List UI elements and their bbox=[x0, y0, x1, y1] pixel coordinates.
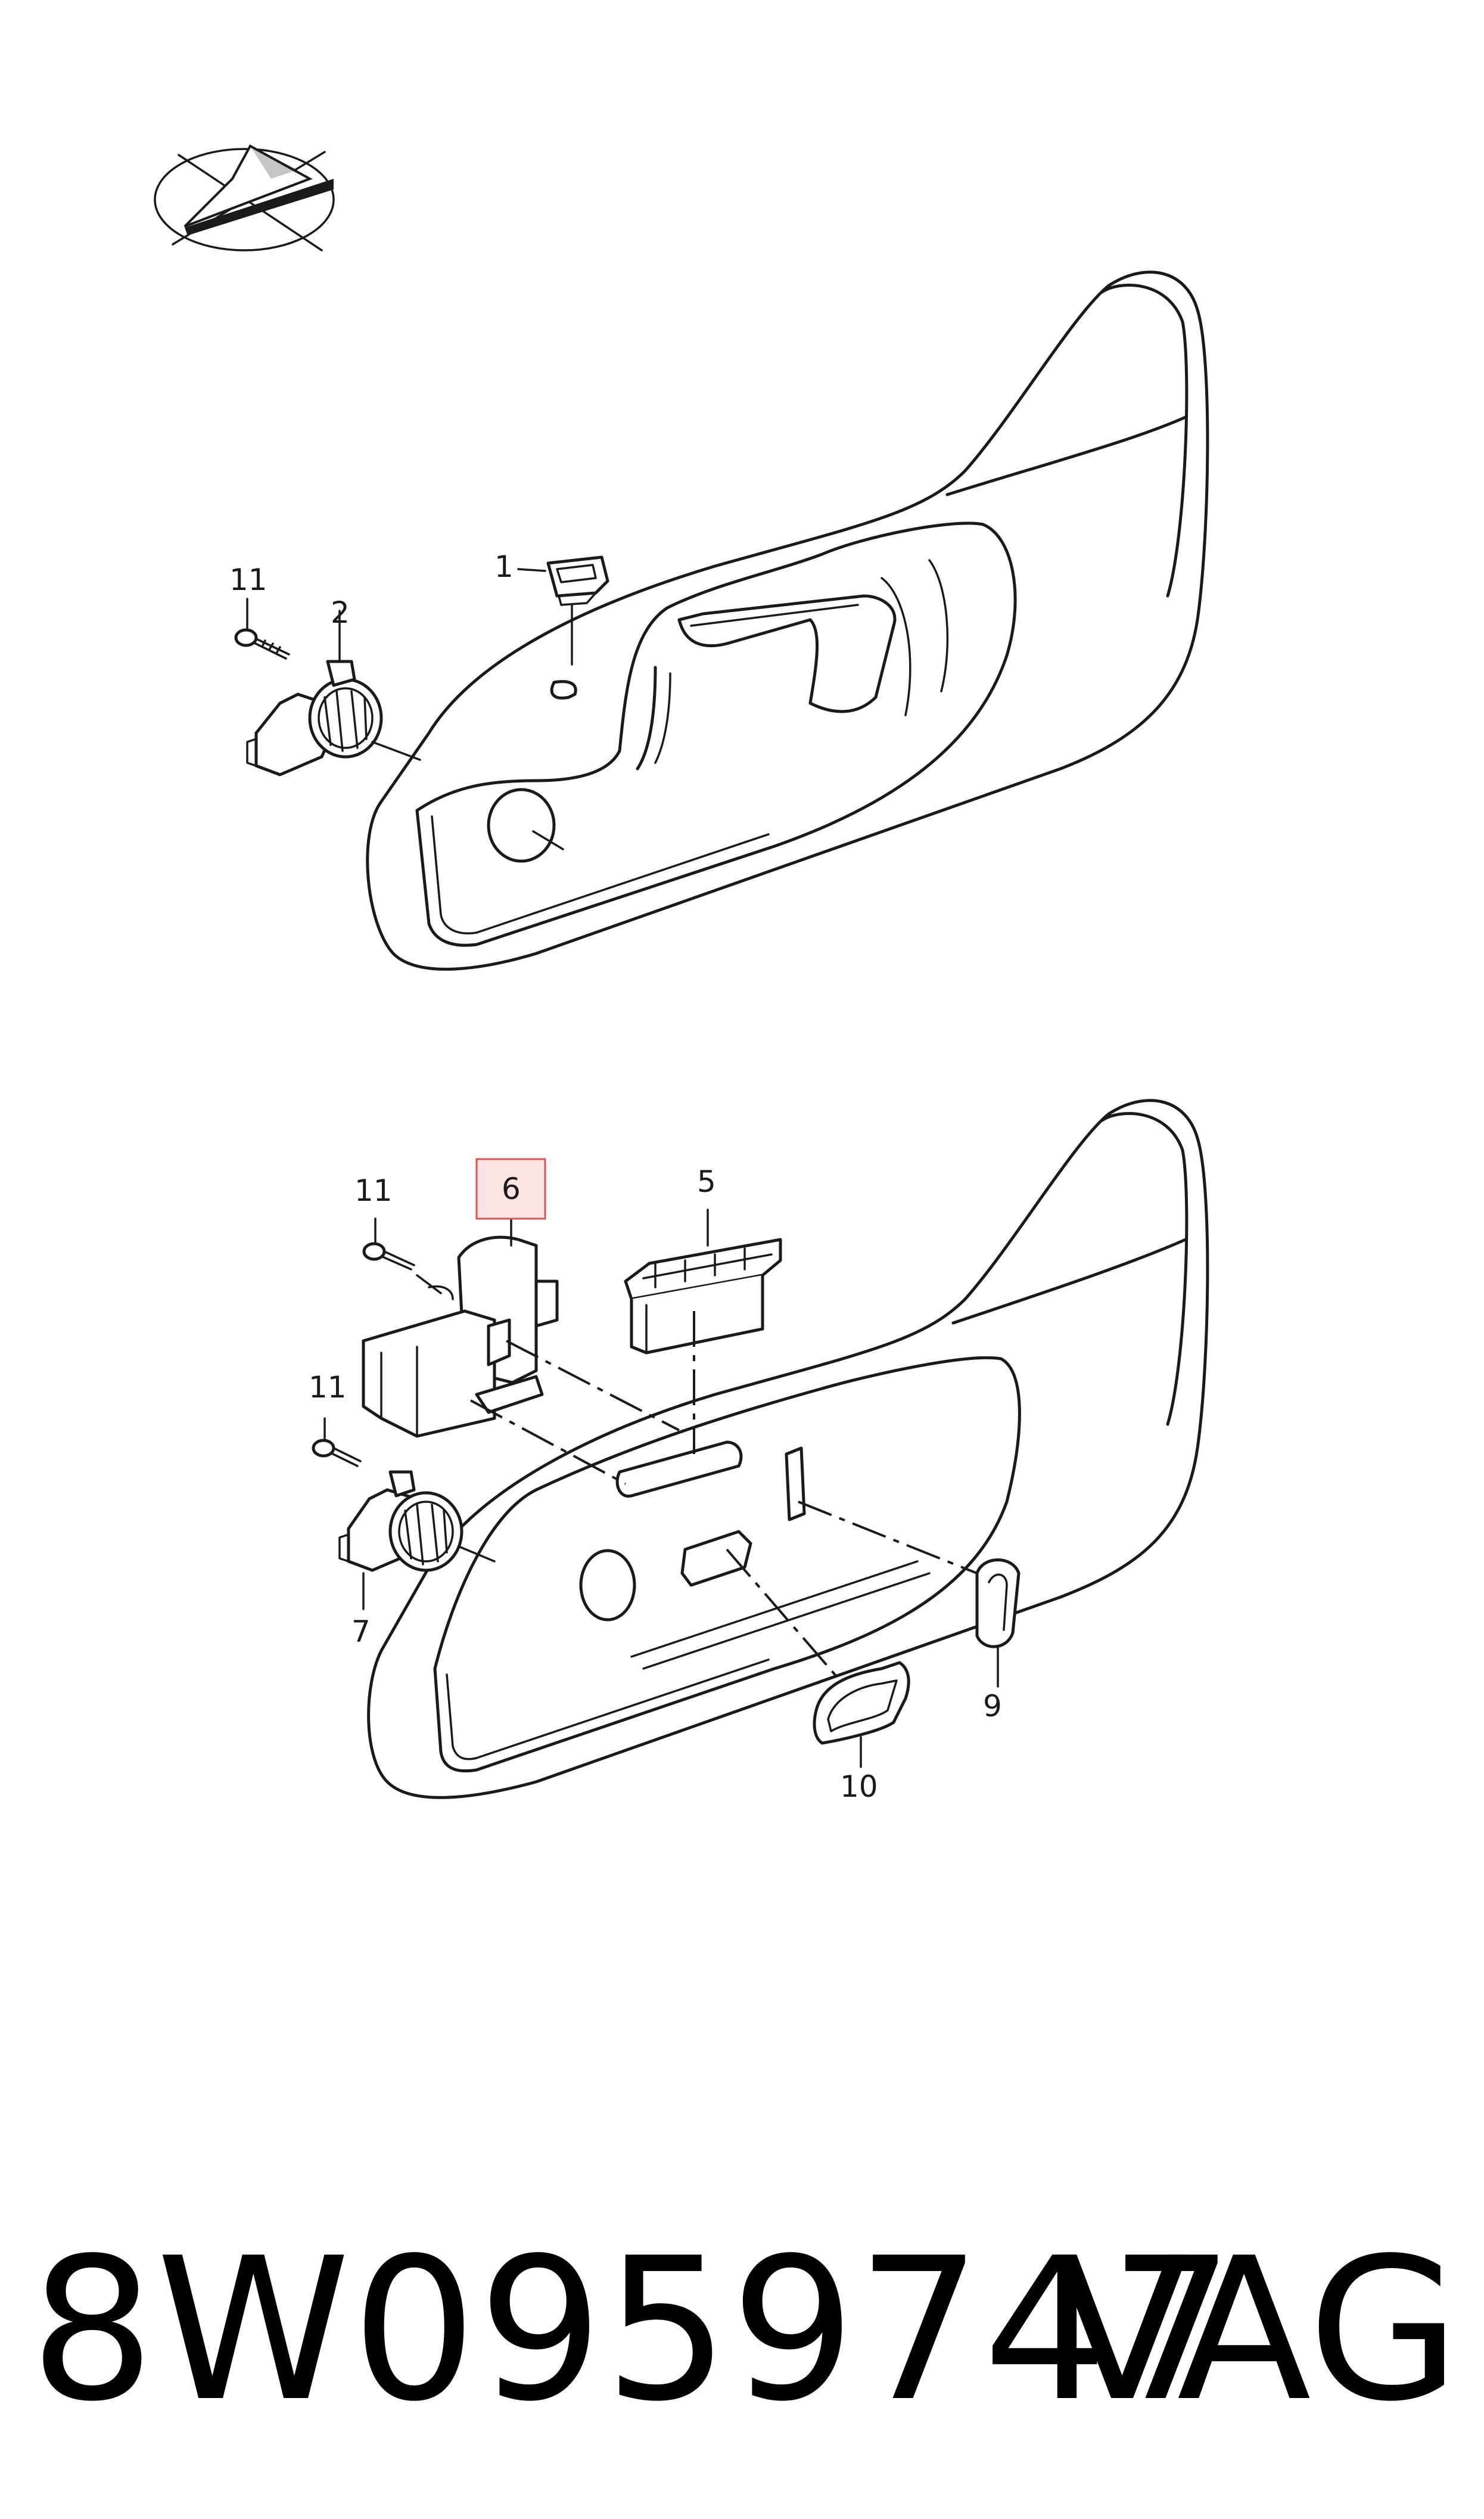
callout-9: 9 bbox=[983, 1689, 1002, 1723]
callout-10: 10 bbox=[840, 1769, 878, 1804]
callout-1: 1 bbox=[494, 549, 514, 584]
part-9-trim-cap bbox=[798, 1501, 1021, 1688]
part-number: 8W0959747 bbox=[30, 2216, 1236, 2445]
callout-11-mid: 11 bbox=[354, 1173, 393, 1208]
part-10-trim-cap bbox=[726, 1548, 910, 1768]
brand-label: VAG bbox=[1054, 2216, 1460, 2445]
lower-seat-panel bbox=[367, 1099, 1209, 1799]
callout-5: 5 bbox=[697, 1164, 716, 1199]
logo-icon bbox=[154, 144, 335, 251]
callout-11-lower: 11 bbox=[309, 1370, 347, 1405]
callout-11-upper: 11 bbox=[229, 563, 267, 597]
callout-2: 2 bbox=[331, 595, 350, 630]
part-7-knob-switch bbox=[338, 1470, 496, 1610]
screw-icon bbox=[362, 1217, 442, 1294]
callout-6: 6 bbox=[502, 1172, 521, 1206]
part-2-knob-switch bbox=[246, 610, 421, 776]
screw-icon bbox=[234, 598, 290, 660]
part-1-switch bbox=[517, 555, 609, 666]
callout-7: 7 bbox=[351, 1614, 371, 1649]
footer: 8W0959747 VAG bbox=[0, 2223, 1484, 2437]
screw-icon bbox=[312, 1417, 362, 1467]
part-6-seat-adjust-switch bbox=[362, 1209, 680, 1485]
part-5-switch-panel bbox=[624, 1209, 782, 1454]
upper-seat-panel bbox=[366, 271, 1209, 971]
highlight-box bbox=[475, 1158, 546, 1220]
